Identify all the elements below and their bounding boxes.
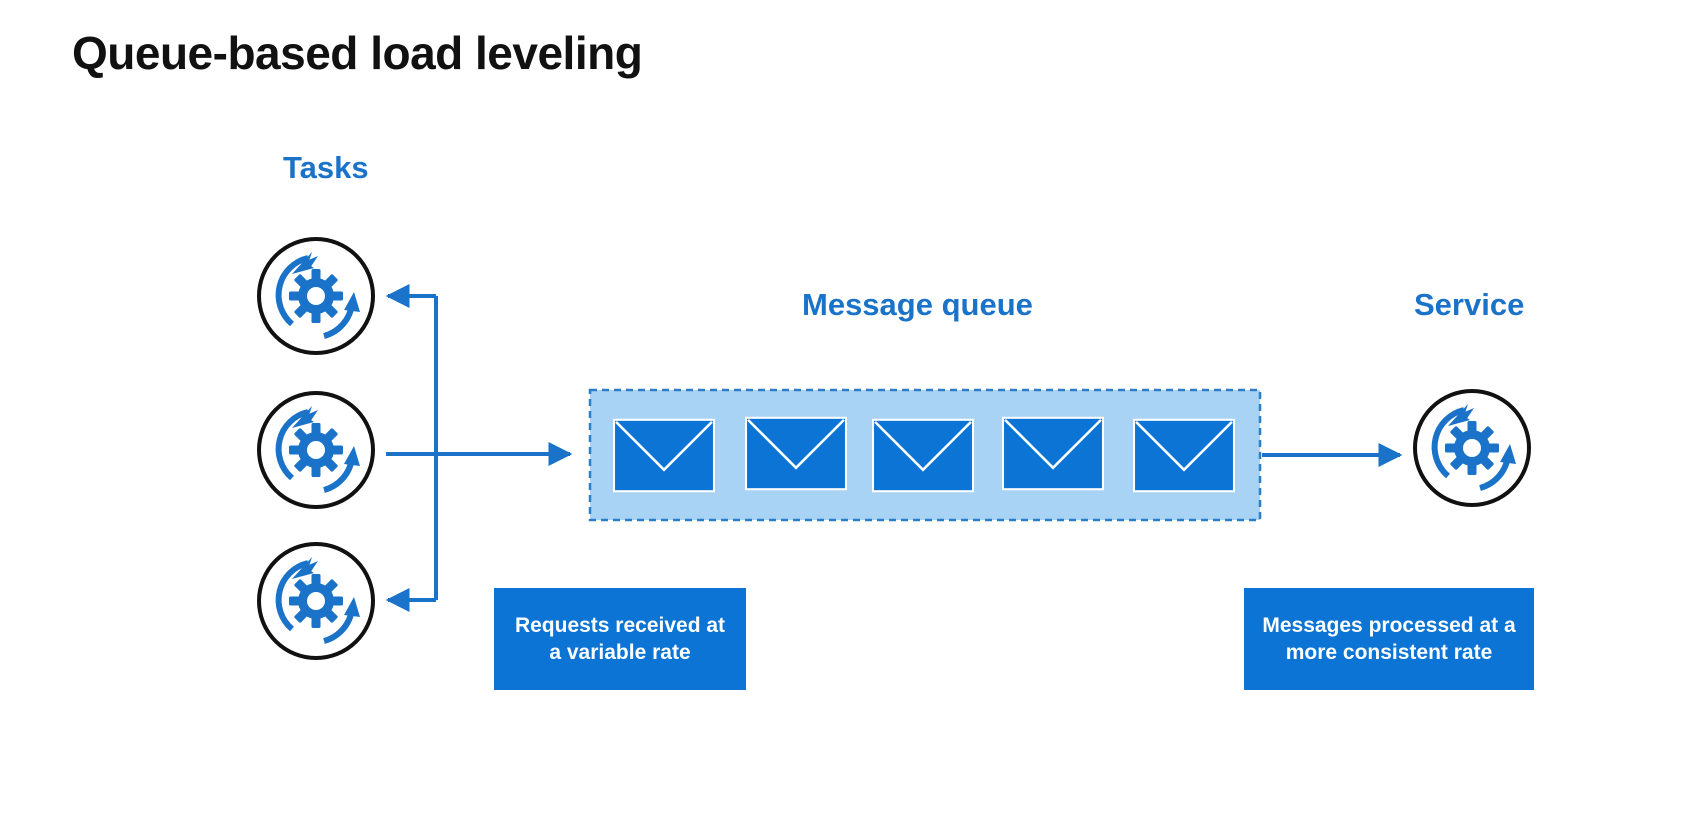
envelope-icon-1 [613,418,715,493]
envelope-icon-3 [872,418,974,493]
requests-note-text: Requests received at a variable rate [514,614,726,664]
task-gear-icon-1 [259,239,373,353]
page-title: Queue-based load leveling [72,27,643,79]
message-queue-label: Message queue [802,287,1033,322]
service-gear-icon [1415,391,1529,505]
task-gear-icon-2 [259,393,373,507]
messages-note: Messages processed at a more consistent … [1244,588,1534,690]
messages-note-text: Messages processed at a more consistent … [1262,614,1516,664]
tasks-label: Tasks [283,150,369,185]
task-gear-icon-3 [259,544,373,658]
envelope-icon-4 [1002,416,1104,491]
task-connector [385,284,573,612]
envelope-icon-5 [1133,418,1235,493]
service-label: Service [1414,287,1525,322]
requests-note: Requests received at a variable rate [494,588,746,690]
envelope-icon-2 [745,416,847,491]
